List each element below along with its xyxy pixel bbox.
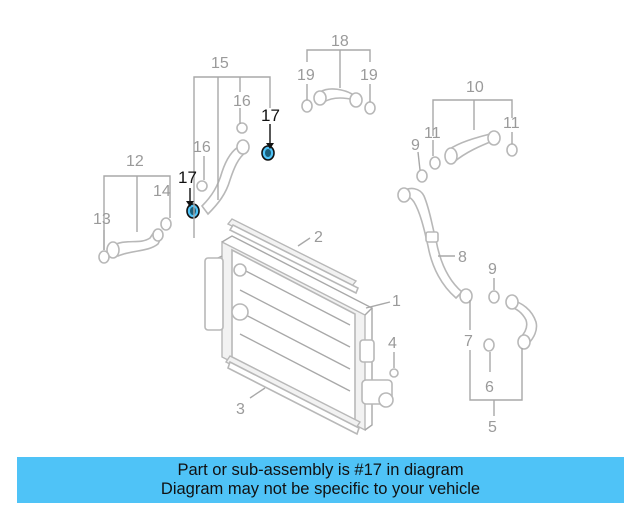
lower-seal-strip [224,355,362,436]
hose-18 [313,88,363,108]
label-18: 18 [331,33,349,50]
label-3: 3 [236,401,245,418]
seal-19-left [301,99,313,113]
label-1: 1 [392,293,401,310]
label-17-right: 17 [261,106,280,125]
upper-seal-strip [226,218,360,295]
hose-15 [196,122,250,216]
part-numbers: 15 16 16 12 13 14 18 19 19 10 11 11 9 2 … [93,33,520,436]
seal-6 [483,338,495,352]
seal-19-right [364,101,376,115]
info-banner: Part or sub-assembly is #17 in diagram D… [17,457,624,503]
label-10: 10 [466,79,484,96]
parts-diagram: 15 16 16 12 13 14 18 19 19 10 11 11 9 2 … [93,33,538,436]
label-17-left: 17 [178,168,197,187]
radiator [204,235,394,432]
clamp-17-right [261,145,275,161]
label-6: 6 [485,379,494,396]
label-19-left: 19 [297,67,315,84]
label-5: 5 [488,419,497,436]
label-16-lower: 16 [193,139,211,156]
label-9-lower: 9 [488,261,497,278]
label-2: 2 [314,229,323,246]
label-14: 14 [153,183,171,200]
seal-14 [160,217,172,231]
clamp-17-left [186,203,200,219]
label-11-right: 11 [503,115,520,132]
label-13: 13 [93,211,111,228]
seal-9-upper [416,169,428,183]
hose-10 [444,130,501,165]
label-12: 12 [126,153,144,170]
label-8: 8 [458,249,467,266]
seal-11-right [506,143,518,157]
label-11-left: 11 [424,125,441,142]
hose-12 [106,228,164,259]
label-7: 7 [464,333,473,350]
banner-line-2: Diagram may not be specific to your vehi… [160,480,481,498]
seal-11-left [429,156,441,170]
leader-lines [103,49,523,416]
label-16-upper: 16 [233,93,251,110]
pipe-8 [397,187,473,304]
clip-4 [389,368,399,378]
label-19-right: 19 [360,67,378,84]
banner-line-1: Part or sub-assembly is #17 in diagram [177,461,464,479]
seal-9-lower [488,290,500,304]
label-4: 4 [388,335,397,352]
seal-13 [98,250,110,264]
label-15: 15 [211,55,229,72]
hose-5 [505,294,538,350]
label-9-upper: 9 [411,137,420,154]
